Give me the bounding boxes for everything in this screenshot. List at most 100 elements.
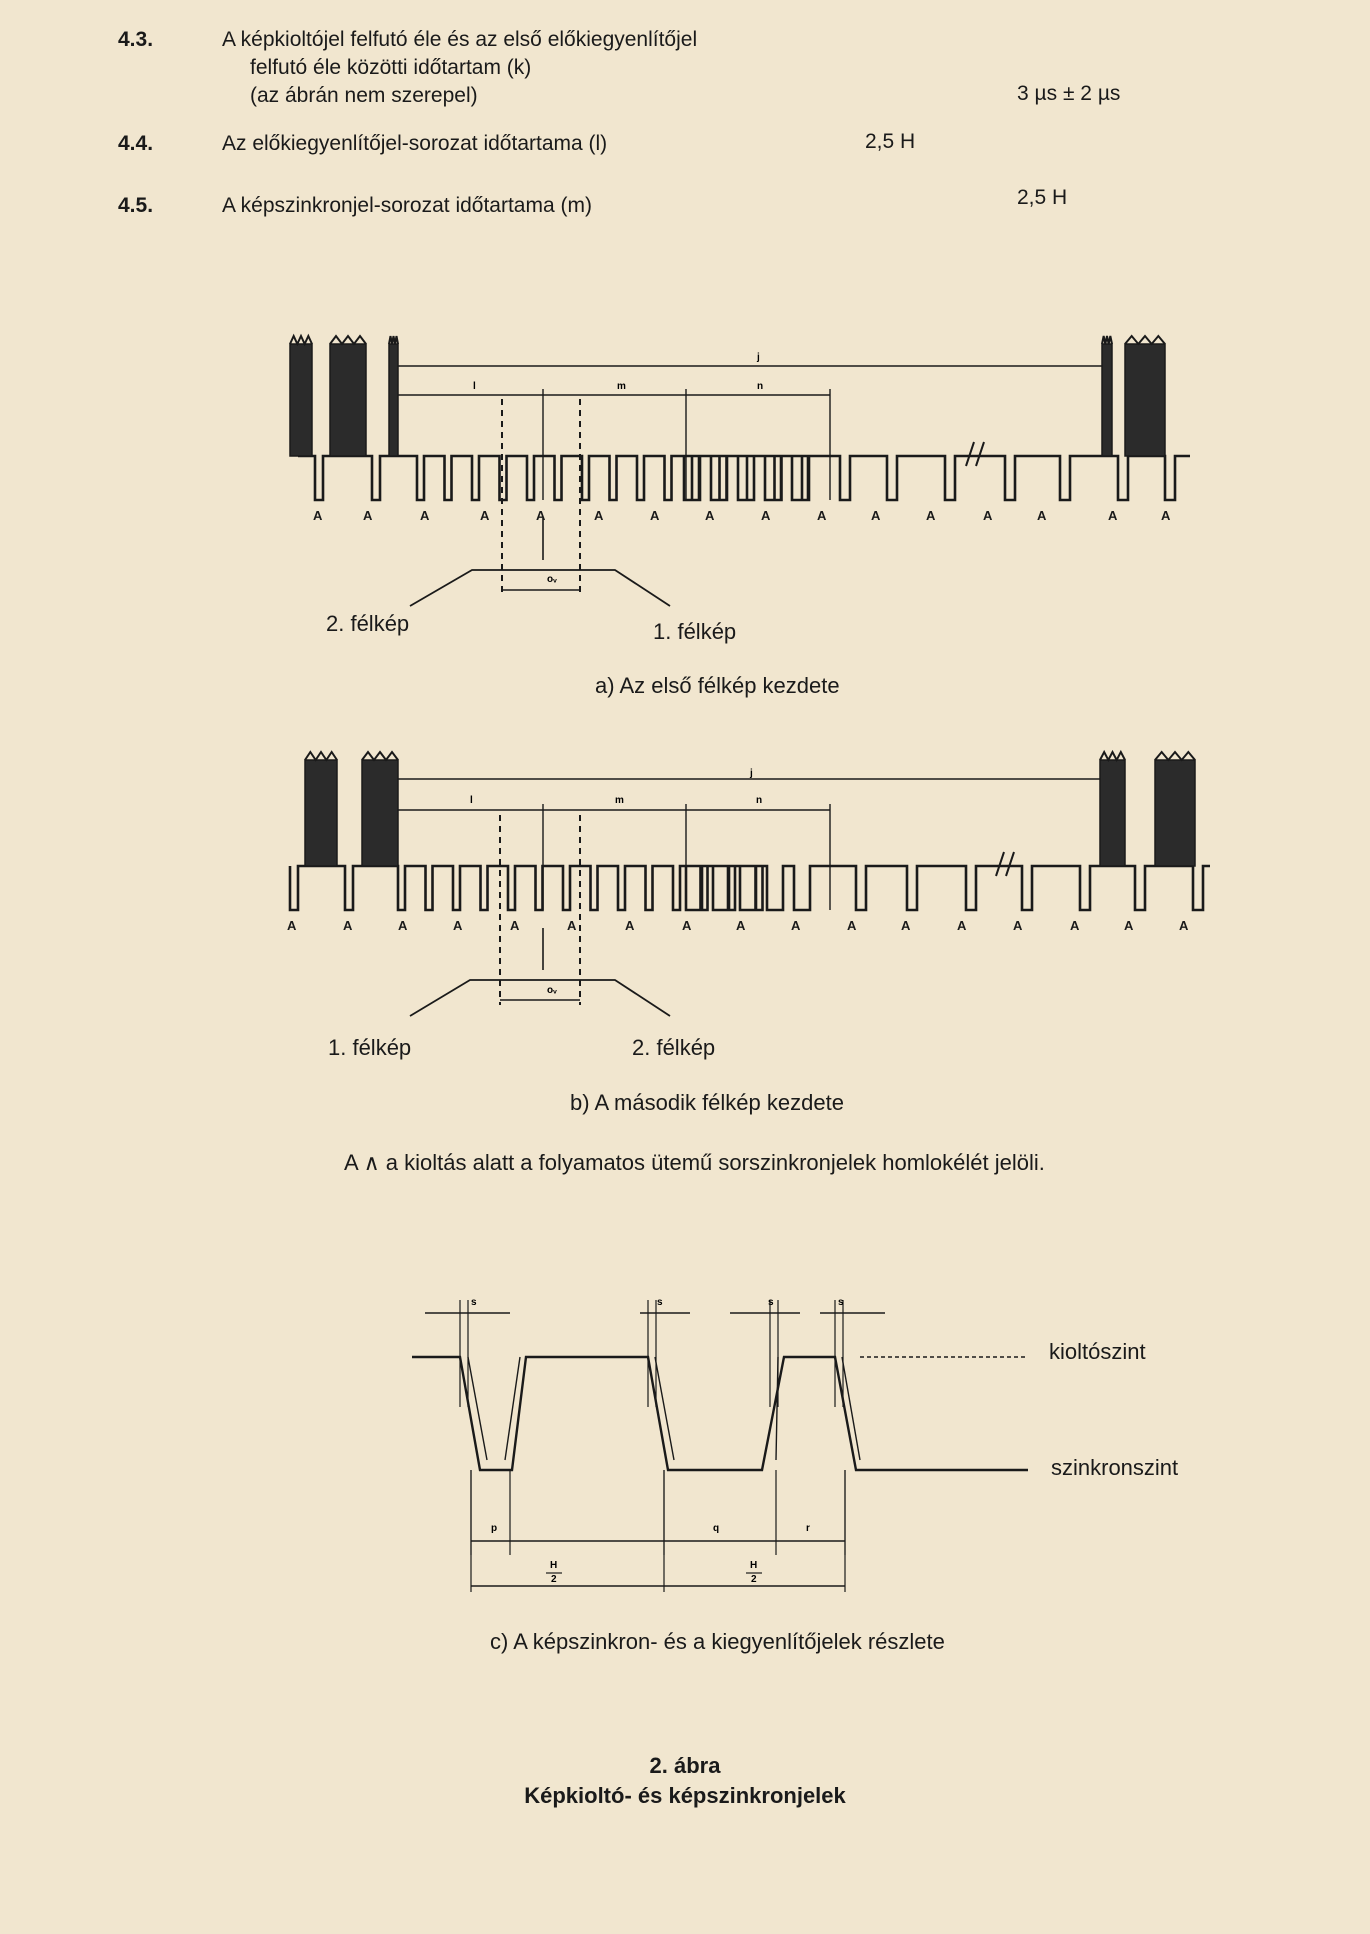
tick-label-a: A bbox=[847, 918, 857, 933]
video-block bbox=[1101, 343, 1113, 457]
tick-label-a: A bbox=[1013, 918, 1023, 933]
figure-b-caption: b) A második félkép kezdete bbox=[570, 1090, 844, 1115]
field-label-left: 2. félkép bbox=[326, 611, 410, 636]
video-edge bbox=[304, 750, 338, 762]
tick-label-a: A bbox=[594, 508, 604, 523]
figure-number: 2. ábra bbox=[649, 1753, 721, 1778]
dim-label-j: j bbox=[756, 352, 760, 363]
dim-label-q: q bbox=[713, 1523, 719, 1534]
tick-label-a: A bbox=[420, 508, 430, 523]
video-block bbox=[361, 759, 399, 867]
tick-label-a: A bbox=[1108, 508, 1118, 523]
tick-label-a: A bbox=[536, 508, 546, 523]
dim-label-l: l bbox=[470, 795, 473, 806]
tick-label-a: A bbox=[736, 918, 746, 933]
dim-label-ov: oᵥ bbox=[547, 574, 557, 585]
video-block bbox=[329, 343, 367, 457]
waveform-trace bbox=[298, 454, 1190, 502]
figure-title: Képkioltó- és képszinkronjelek bbox=[524, 1783, 846, 1808]
tick-label-a: A bbox=[510, 918, 520, 933]
dim-label-s: s bbox=[471, 1297, 477, 1308]
tick-label-a: A bbox=[957, 918, 967, 933]
tick-label-a: A bbox=[1179, 918, 1189, 933]
tick-label-a: A bbox=[650, 508, 660, 523]
tick-label-a: A bbox=[480, 508, 490, 523]
video-edge bbox=[1099, 749, 1126, 763]
tick-label-a: A bbox=[287, 918, 297, 933]
tick-label-a: A bbox=[1070, 918, 1080, 933]
dim-label-p: p bbox=[491, 1523, 497, 1534]
legend-note: A ∧ a kioltás alatt a folyamatos ütemű s… bbox=[344, 1150, 1045, 1175]
video-block bbox=[388, 343, 399, 457]
field-label-left: 1. félkép bbox=[328, 1035, 412, 1060]
tick-label-a: A bbox=[926, 508, 936, 523]
video-edge bbox=[289, 333, 313, 347]
break-mark bbox=[995, 851, 1015, 877]
dim-label-h: H bbox=[550, 1560, 557, 1571]
video-edge bbox=[1124, 334, 1166, 346]
video-edge bbox=[329, 334, 367, 346]
item-text-line: (az ábrán nem szerepel) bbox=[250, 84, 478, 107]
tick-label-a: A bbox=[1037, 508, 1047, 523]
figure-c-caption: c) A képszinkron- és a kiegyenlítőjelek … bbox=[490, 1629, 945, 1654]
pulse-edge bbox=[467, 1356, 521, 1461]
dim-label-2: 2 bbox=[551, 1574, 557, 1585]
item-text-line: A képszinkronjel-sorozat időtartama (m) bbox=[222, 194, 592, 217]
break-mark bbox=[965, 441, 985, 467]
dim-label-s: s bbox=[768, 1297, 774, 1308]
pulse-edge bbox=[654, 1356, 779, 1461]
dim-label-s: s bbox=[657, 1297, 663, 1308]
dim-label-ov: oᵥ bbox=[547, 985, 557, 996]
tick-label-a: A bbox=[901, 918, 911, 933]
dim-label-l: l bbox=[473, 381, 476, 392]
tick-label-a: A bbox=[705, 508, 715, 523]
video-edge bbox=[1154, 750, 1196, 762]
dim-label-r: r bbox=[806, 1523, 810, 1534]
field-transition bbox=[409, 979, 671, 1017]
detail-waveform bbox=[412, 1355, 1028, 1472]
item-text-line: felfutó éle közötti időtartam (k) bbox=[250, 56, 532, 79]
tick-label-a: A bbox=[817, 508, 827, 523]
dim-label-2: 2 bbox=[751, 1574, 757, 1585]
tick-label-a: A bbox=[343, 918, 353, 933]
item-value: 2,5 H bbox=[865, 130, 916, 153]
tick-label-a: A bbox=[871, 508, 881, 523]
video-edge bbox=[388, 335, 399, 345]
level-label-sync: szinkronszint bbox=[1051, 1455, 1179, 1480]
item-number: 4.5. bbox=[118, 194, 154, 217]
dim-label-s: s bbox=[838, 1297, 844, 1308]
video-block bbox=[289, 343, 313, 457]
video-block bbox=[1124, 343, 1166, 457]
diagram-c-detail bbox=[412, 1300, 1028, 1592]
tick-label-a: A bbox=[791, 918, 801, 933]
tick-label-a: A bbox=[363, 508, 373, 523]
tick-label-a: A bbox=[313, 508, 323, 523]
dim-label-j: j bbox=[749, 768, 753, 779]
video-edge bbox=[361, 750, 399, 762]
field-label-right: 1. félkép bbox=[653, 619, 737, 644]
tick-label-a: A bbox=[567, 918, 577, 933]
figure-a-caption: a) Az első félkép kezdete bbox=[595, 673, 840, 698]
dim-label-m: m bbox=[615, 795, 624, 806]
dim-label-n: n bbox=[756, 795, 762, 806]
video-block bbox=[304, 759, 338, 867]
waveform-trace bbox=[288, 864, 1210, 912]
level-label-blanking: kioltószint bbox=[1049, 1339, 1146, 1364]
item-number: 4.4. bbox=[118, 132, 154, 155]
tick-label-a: A bbox=[682, 918, 692, 933]
video-edge bbox=[1101, 335, 1113, 345]
dim-label-m: m bbox=[617, 381, 626, 392]
item-text-line: Az előkiegyenlítőjel-sorozat időtartama … bbox=[222, 132, 608, 155]
tick-label-a: A bbox=[625, 918, 635, 933]
tick-label-a: A bbox=[761, 508, 771, 523]
tick-label-a: A bbox=[453, 918, 463, 933]
item-number: 4.3. bbox=[118, 28, 154, 51]
tick-label-a: A bbox=[398, 918, 408, 933]
item-value: 2,5 H bbox=[1017, 186, 1068, 209]
tick-label-a: A bbox=[1161, 508, 1171, 523]
field-transition bbox=[409, 569, 671, 607]
field-label-right: 2. félkép bbox=[632, 1035, 716, 1060]
item-value: 3 µs ± 2 µs bbox=[1017, 82, 1121, 105]
